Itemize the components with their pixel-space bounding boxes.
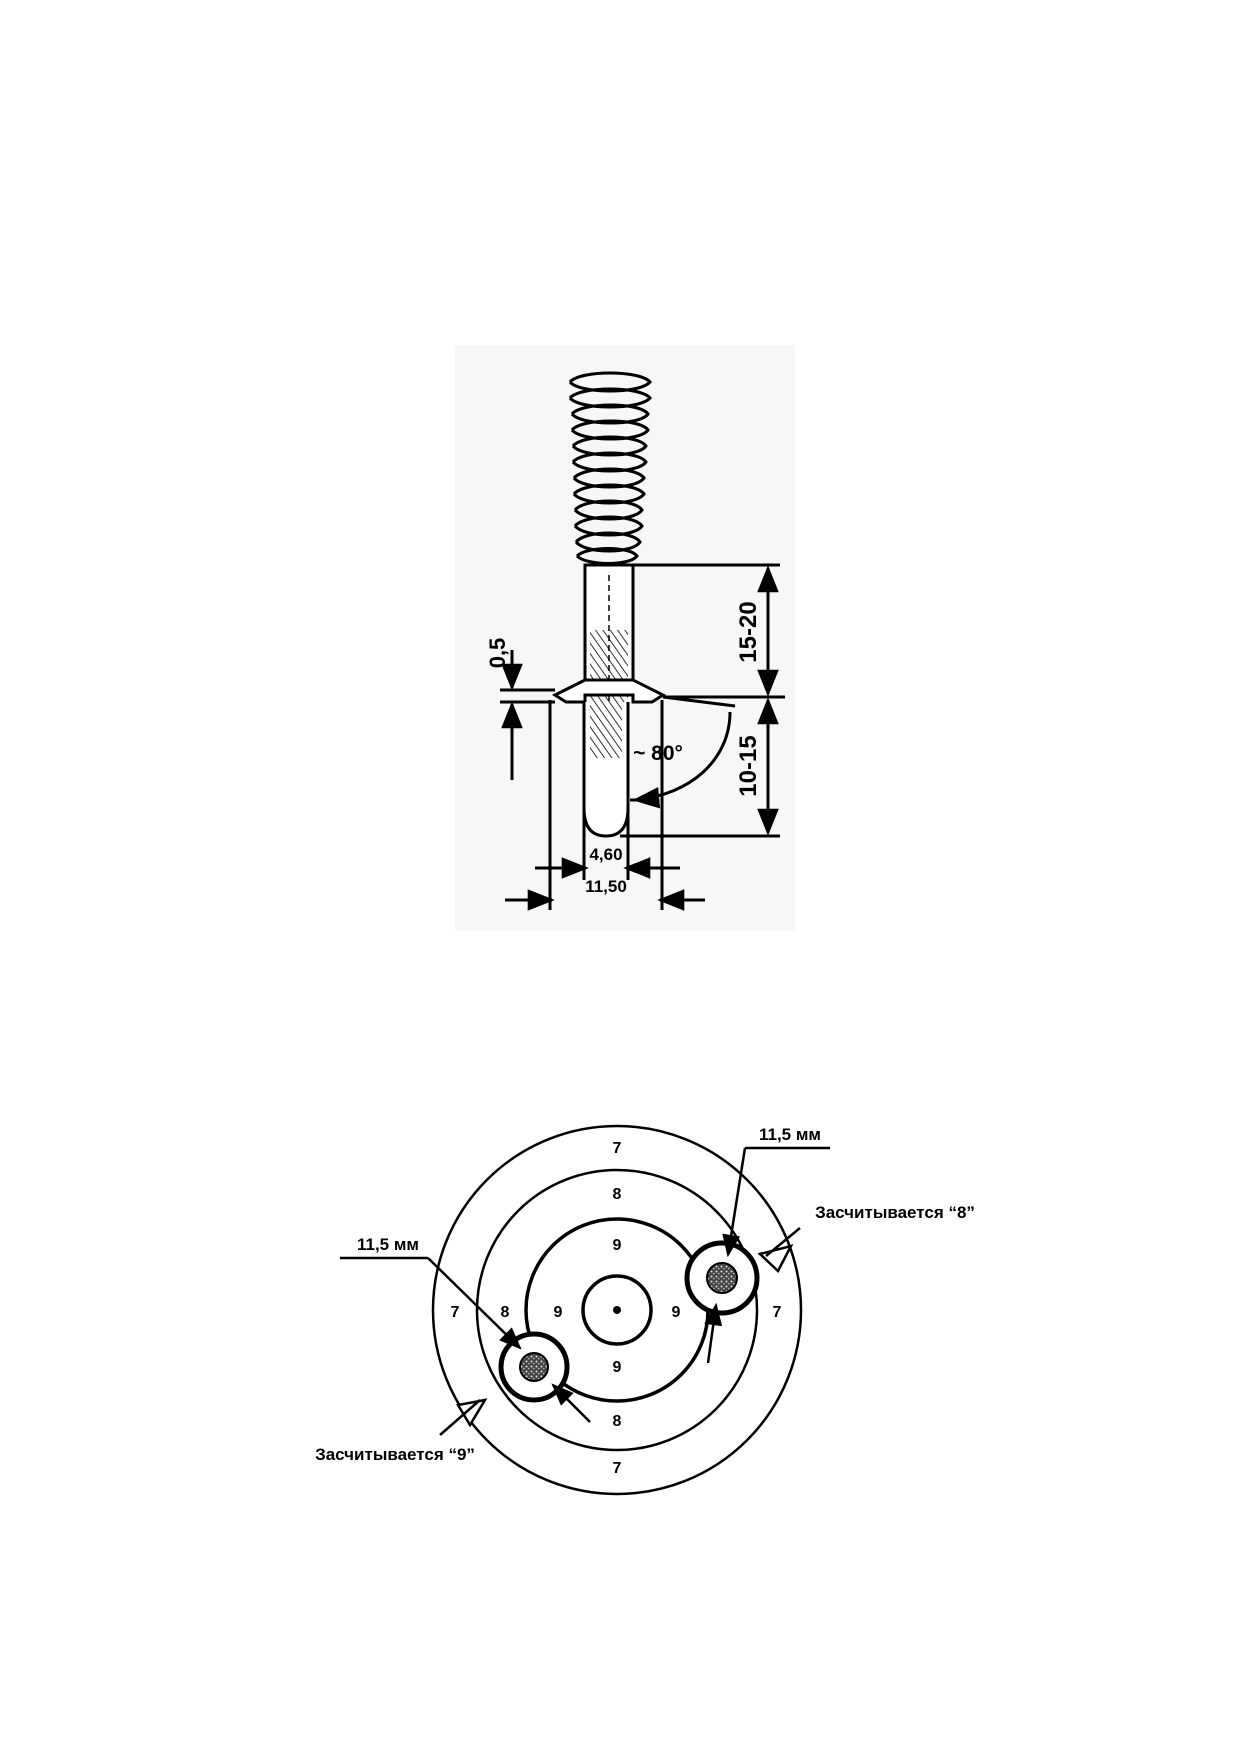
callout-left-size: 11,5 мм bbox=[357, 1235, 419, 1254]
shoulder bbox=[551, 678, 667, 704]
caption-left: Засчитывается “9” bbox=[315, 1445, 475, 1464]
ring-label-7-bottom: 7 bbox=[613, 1460, 622, 1477]
ring-8 bbox=[475, 1168, 759, 1452]
spring bbox=[568, 371, 652, 565]
ring-label-7-right: 7 bbox=[773, 1304, 782, 1321]
ring-label-8-left: 8 bbox=[501, 1304, 510, 1321]
tip-hatch bbox=[590, 702, 622, 758]
caption-arrow-left bbox=[439, 1398, 488, 1436]
angle-label: ~ 80° bbox=[633, 742, 683, 765]
ring-label-9-left: 9 bbox=[554, 1304, 563, 1321]
dim-bottom-vertical-label: 10-15 bbox=[735, 735, 762, 796]
gauge-mark-left bbox=[519, 1352, 549, 1382]
ring-label-9-bottom: 9 bbox=[613, 1359, 622, 1376]
gauge-mark-right bbox=[706, 1262, 738, 1294]
dim-top-vertical-label: 15-20 bbox=[735, 601, 762, 662]
ring-7-outer bbox=[431, 1124, 803, 1496]
target-scoring-drawing: 7 8 9 7 8 9 9 7 9 8 7 bbox=[315, 1124, 975, 1496]
caption-arrow-right bbox=[757, 1227, 801, 1274]
ring-label-9-top: 9 bbox=[613, 1237, 622, 1254]
ring-label-7-top: 7 bbox=[613, 1140, 622, 1157]
dim-lip-label: 0,5 bbox=[485, 638, 510, 669]
center-dot bbox=[613, 1306, 621, 1314]
ring-label-7-left: 7 bbox=[451, 1304, 460, 1321]
dim-inner-diameter-label: 4,60 bbox=[589, 845, 622, 864]
dimension-lines bbox=[500, 563, 785, 911]
gauge-plug-drawing: 15-20 10-15 0,5 ~ 80° 4,60 11,50 bbox=[455, 345, 795, 930]
callout-right-size: 11,5 мм bbox=[759, 1125, 821, 1144]
ring-label-8-bottom: 8 bbox=[613, 1413, 622, 1430]
ring-label-9-right: 9 bbox=[672, 1304, 681, 1321]
dim-outer-diameter-label: 11,50 bbox=[585, 877, 627, 896]
callout-leaders bbox=[340, 1146, 830, 1423]
ring-10 bbox=[581, 1274, 653, 1346]
caption-arrows bbox=[439, 1227, 801, 1436]
ring-label-8-top: 8 bbox=[613, 1186, 622, 1203]
caption-right: Засчитывается “8” bbox=[815, 1203, 975, 1222]
